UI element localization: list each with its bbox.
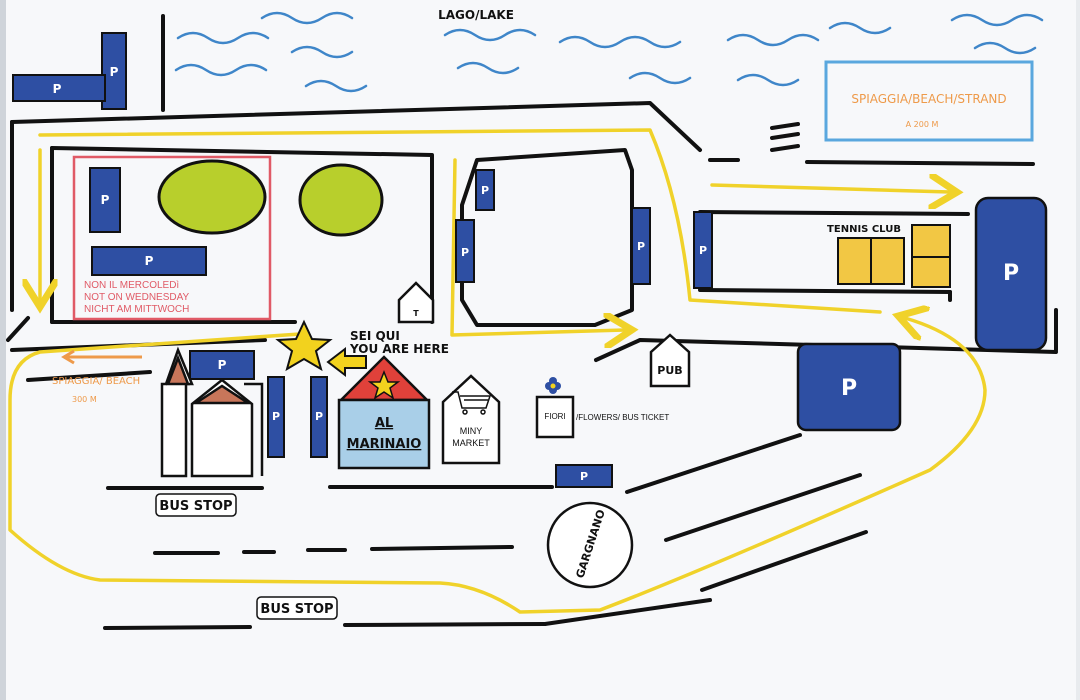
- flower-icon: [545, 377, 561, 394]
- beach-distance: A 200 M: [906, 120, 939, 129]
- svg-text:P: P: [841, 376, 857, 401]
- svg-text:P: P: [145, 254, 154, 268]
- svg-text:P: P: [481, 184, 489, 197]
- svg-text:T: T: [413, 309, 419, 318]
- parking-6: P: [455, 219, 475, 283]
- bus-stop-2: BUS STOP: [256, 596, 338, 620]
- bus-stop-1: BUS STOP: [155, 493, 237, 517]
- svg-text:P: P: [461, 246, 469, 259]
- svg-text:P: P: [315, 410, 323, 423]
- page-edge-shadow: [0, 0, 6, 700]
- svg-text:BUS STOP: BUS STOP: [260, 602, 333, 617]
- tennis-club-label: TENNIS CLUB: [827, 224, 901, 235]
- parking-areas: P P P P P P P P: [12, 32, 1048, 488]
- parking-13: P: [310, 376, 328, 458]
- al-marinaio-restaurant: AL MARINAIO: [337, 355, 431, 470]
- beach-box: [824, 60, 1034, 142]
- parking-12: P: [267, 376, 285, 458]
- market-note-en: NOT ON WEDNESDAY: [84, 292, 190, 303]
- miny-market: MINY MARKET: [441, 374, 501, 465]
- flower-shop: FIORI: [535, 377, 575, 439]
- market-note-de: NICHT AM MITTWOCH: [84, 304, 189, 315]
- svg-text:MARKET: MARKET: [452, 438, 490, 448]
- you-are-here-en: YOU ARE HERE: [349, 342, 449, 356]
- parking-8: P: [693, 211, 713, 289]
- you-are-here-arrow: [326, 346, 367, 378]
- lake-label: LAGO/LAKE: [438, 8, 514, 22]
- svg-text:P: P: [53, 82, 62, 96]
- market-zone: [72, 155, 272, 321]
- svg-text:P: P: [637, 240, 645, 253]
- parking-9: P: [974, 196, 1048, 352]
- svg-text:MARINAIO: MARINAIO: [347, 437, 422, 452]
- route-paths: [8, 128, 987, 614]
- svg-text:MINY: MINY: [460, 426, 483, 436]
- svg-text:P: P: [1003, 261, 1019, 286]
- pub-building: PUB: [649, 333, 691, 388]
- parking-7: P: [631, 207, 651, 285]
- houses: [160, 346, 264, 478]
- field-2: [298, 163, 384, 237]
- parking-10: P: [796, 342, 902, 432]
- gargnano-town: GARGNANO: [546, 501, 634, 589]
- left-beach-direction: [61, 349, 142, 365]
- you-are-here-star: [275, 319, 333, 372]
- lake-waves: [174, 11, 1044, 93]
- parking-11: P: [189, 350, 255, 380]
- svg-text:PUB: PUB: [657, 364, 682, 377]
- svg-text:P: P: [699, 244, 707, 257]
- left-beach-distance: 300 M: [72, 395, 97, 404]
- beach-label: SPIAGGIA/BEACH/STRAND: [851, 92, 1006, 106]
- flowers-bus-ticket-label: /FLOWERS/ BUS TICKET: [576, 413, 669, 422]
- svg-text:P: P: [272, 410, 280, 423]
- left-beach-label: SPIAGGIA/ BEACH: [52, 376, 140, 387]
- toilet-building: T: [397, 281, 435, 324]
- svg-text:P: P: [101, 193, 110, 207]
- shopping-cart-icon: [452, 391, 492, 415]
- parking-14: P: [555, 464, 613, 488]
- svg-text:P: P: [110, 65, 119, 79]
- parking-4: P: [91, 246, 207, 276]
- parking-3: P: [89, 167, 121, 233]
- svg-text:AL: AL: [375, 416, 393, 431]
- svg-text:FIORI: FIORI: [544, 412, 565, 421]
- field-1: [157, 159, 267, 235]
- market-note-it: NON IL MERCOLEDì: [84, 280, 179, 291]
- you-are-here-it: SEI QUI: [350, 329, 400, 343]
- parking-5: P: [475, 169, 495, 211]
- svg-text:P: P: [218, 358, 227, 372]
- svg-text:BUS STOP: BUS STOP: [159, 499, 232, 514]
- parking-2: P: [12, 74, 106, 102]
- svg-text:P: P: [580, 470, 588, 483]
- tennis-courts: [837, 224, 951, 288]
